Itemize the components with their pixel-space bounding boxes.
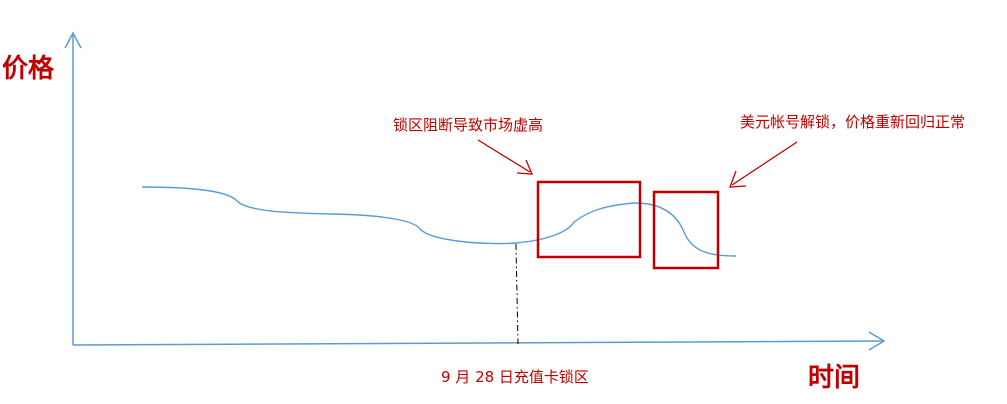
unlock-arrow — [731, 141, 798, 186]
y-axis-arrowhead — [64, 31, 82, 49]
lock-zone-box — [536, 180, 642, 259]
event-marker-line — [515, 243, 519, 345]
x-axis — [72, 340, 885, 346]
unlock-annotation: 美元帐号解锁，价格重新回归正常 — [740, 113, 965, 131]
lock-zone-annotation: 锁区阻断导致市场虚高 — [393, 116, 543, 134]
x-axis-arrowhead — [868, 331, 886, 351]
lock-zone-arrowhead — [516, 159, 534, 175]
x-axis-title: 时间 — [808, 363, 860, 393]
unlock-zone-box — [652, 190, 720, 270]
unlock-arrowhead — [729, 170, 747, 188]
lock-zone-arrow — [477, 139, 531, 173]
event-date-label: 9 月 28 日充值卡锁区 — [441, 368, 589, 386]
price-curve — [141, 186, 737, 257]
y-axis-title: 价格 — [2, 53, 55, 84]
